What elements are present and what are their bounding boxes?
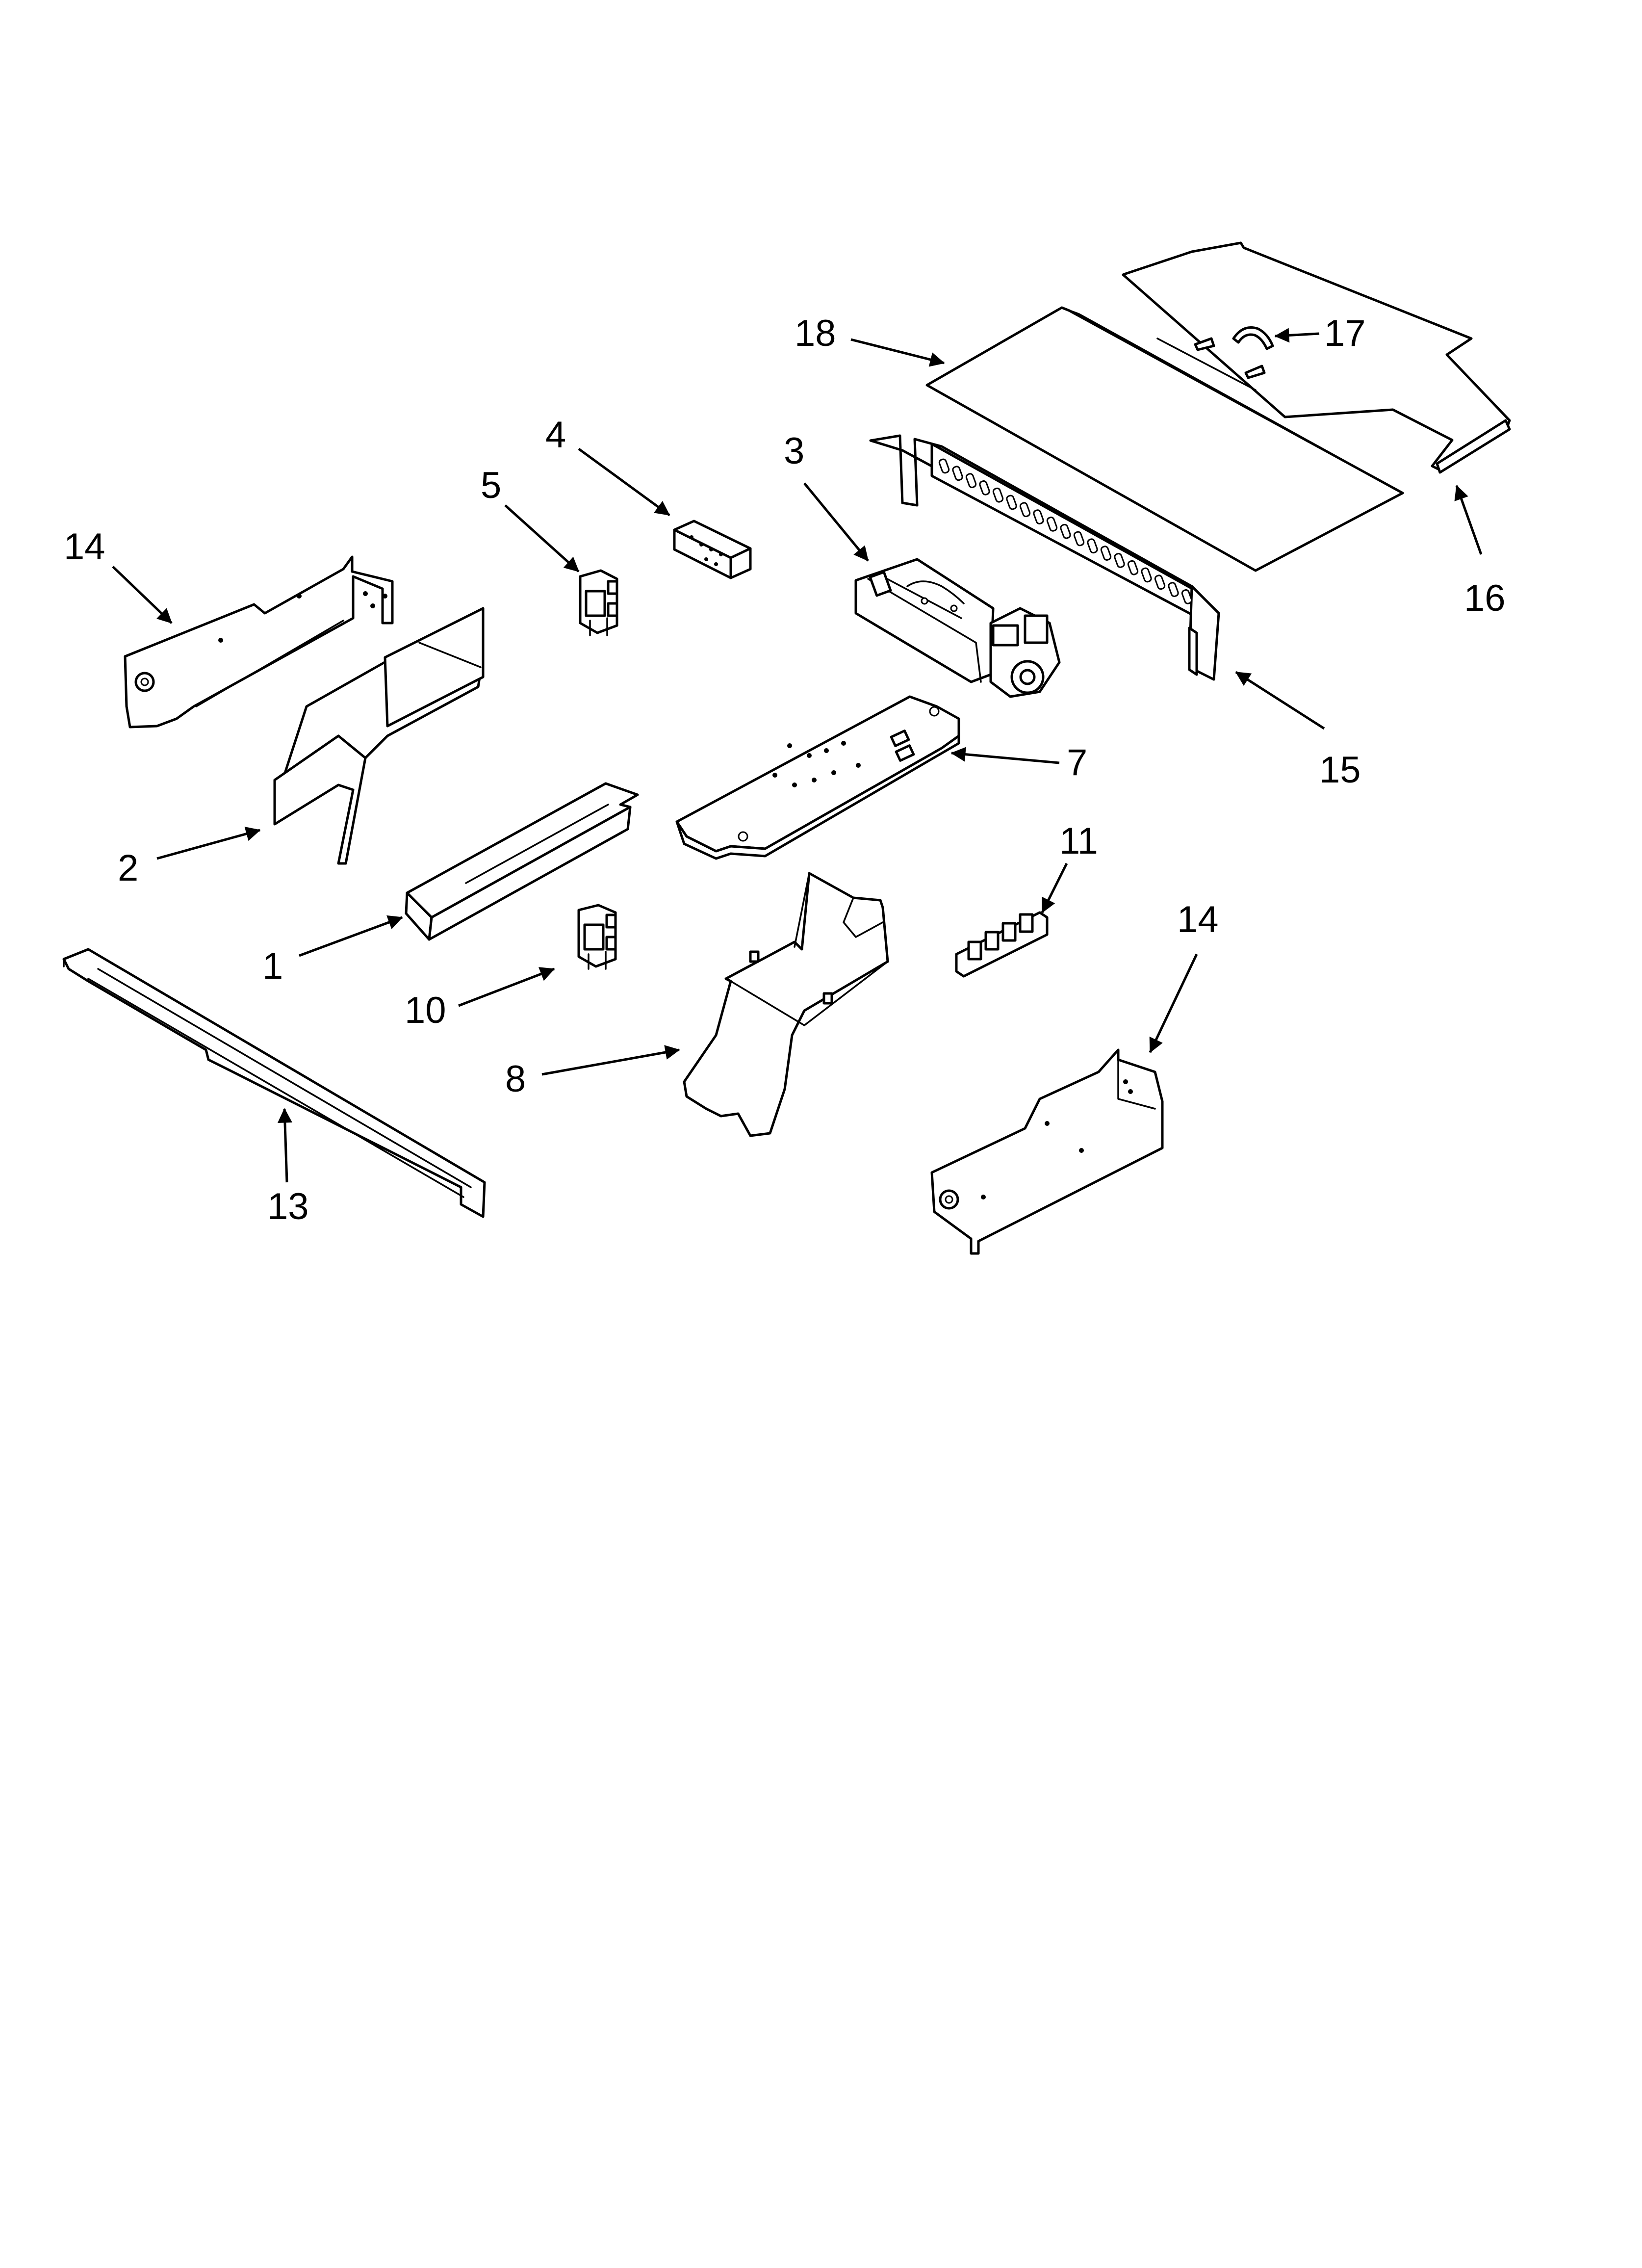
callout-11: 11 — [1059, 820, 1098, 862]
leader-10 — [458, 967, 555, 1007]
part-17-clip — [1232, 326, 1274, 350]
leader-5 — [504, 504, 580, 573]
callout-7: 7 — [1067, 742, 1087, 783]
callout-16: 16 — [1464, 577, 1506, 619]
vent-slot — [965, 473, 977, 488]
part-14-left-bracket — [124, 555, 394, 729]
vent-slot — [938, 458, 950, 474]
callout-5: 5 — [481, 465, 501, 506]
leader-2 — [156, 827, 261, 860]
part-3-valve-assembly — [854, 558, 1061, 698]
leader-18 — [850, 338, 945, 367]
vent-slot — [1127, 560, 1139, 575]
callout-8: 8 — [505, 1058, 526, 1100]
part-18-cover-sheet — [925, 306, 1404, 572]
callout-13: 13 — [267, 1186, 309, 1227]
part-7-plate — [675, 695, 960, 860]
callout-labels: 18 17 16 4 3 5 14 15 7 2 11 14 1 10 8 13 — [64, 313, 1506, 1227]
vent-slot — [952, 466, 963, 481]
leader-lines — [112, 328, 1483, 1183]
vent-slot — [992, 487, 1004, 503]
vent-slot — [1046, 517, 1058, 532]
vent-slot — [1181, 589, 1193, 604]
leader-8 — [541, 1045, 680, 1076]
vent-slot — [1114, 553, 1125, 568]
part-15-vented-channel — [869, 434, 1220, 681]
callout-10: 10 — [405, 990, 446, 1031]
callout-3: 3 — [784, 430, 804, 472]
part-5-switch — [579, 569, 618, 636]
leader-16 — [1454, 485, 1483, 555]
vent-slots — [938, 458, 1193, 604]
part-8-front-duct — [683, 872, 889, 1137]
part-13-front-rail — [62, 948, 486, 1218]
vent-slot — [979, 480, 990, 495]
leader-4 — [578, 447, 670, 517]
vent-slot — [1033, 509, 1044, 524]
callout-17: 17 — [1324, 313, 1366, 354]
leader-11 — [1041, 862, 1068, 913]
vent-slot — [1006, 495, 1017, 510]
callout-4: 4 — [545, 414, 566, 456]
leader-3 — [803, 482, 869, 562]
leader-17 — [1274, 328, 1320, 343]
leader-7 — [950, 747, 1060, 764]
part-10-switch — [577, 904, 617, 970]
part-14-right-bracket — [930, 1048, 1164, 1255]
callout-18: 18 — [795, 313, 836, 354]
leader-1 — [299, 915, 403, 957]
vent-slot — [1087, 538, 1098, 554]
part-11-terminal-strip — [955, 911, 1049, 978]
callout-14-right: 14 — [1177, 899, 1219, 940]
part-2-duct — [273, 607, 485, 865]
vent-slot — [1168, 582, 1179, 597]
callout-1: 1 — [262, 945, 283, 987]
vent-slot — [1100, 546, 1112, 561]
leader-13 — [277, 1108, 292, 1183]
part-1-rail — [405, 782, 639, 941]
vent-slot — [1019, 502, 1031, 518]
leader-14-right — [1149, 953, 1198, 1053]
leader-15 — [1235, 671, 1325, 730]
callout-15: 15 — [1319, 749, 1361, 791]
vent-slot — [1073, 531, 1085, 547]
callout-2: 2 — [118, 847, 138, 889]
vent-slot — [1141, 567, 1152, 583]
part-16-top-panel — [1122, 241, 1511, 474]
callout-14-left: 14 — [64, 526, 105, 568]
vent-slot — [1154, 574, 1166, 590]
part-4-terminal-block — [673, 520, 752, 579]
vent-slot — [1060, 523, 1071, 539]
leader-14-left — [112, 566, 173, 624]
